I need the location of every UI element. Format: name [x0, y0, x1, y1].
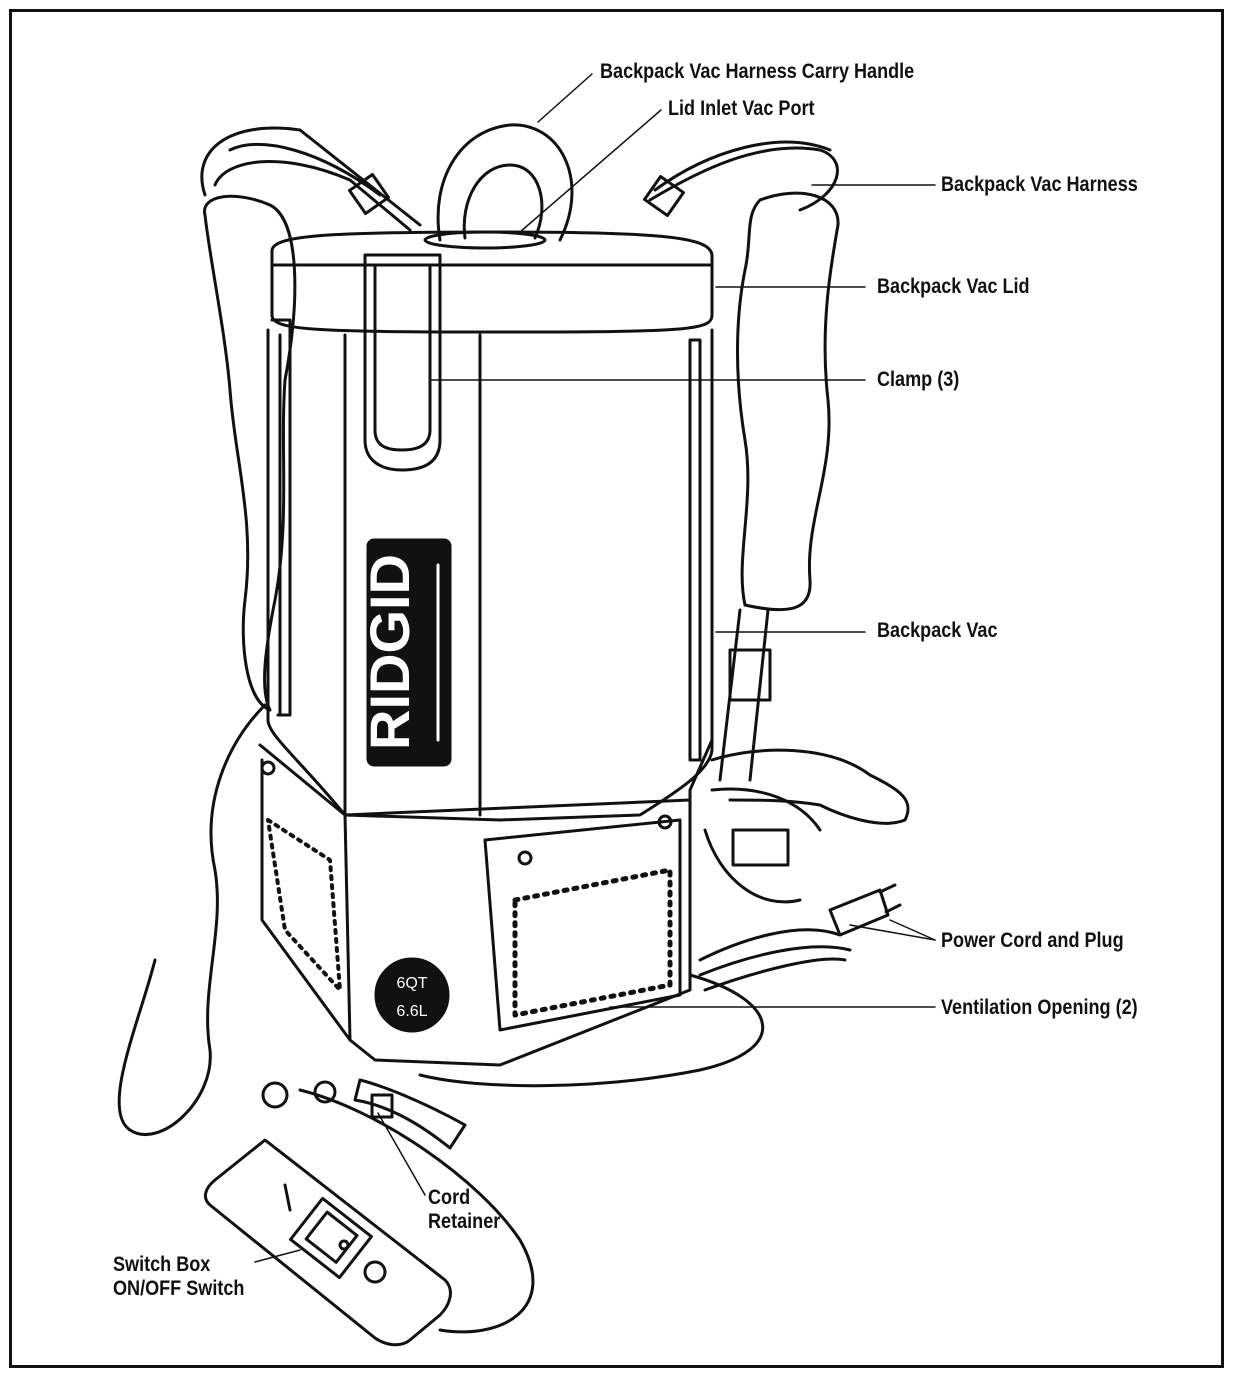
- label-vac: Backpack Vac: [877, 619, 998, 642]
- vac-lid: [270, 230, 714, 334]
- carry-handle: [436, 123, 574, 242]
- harness-strap: [200, 126, 839, 232]
- label-switch-box-line2: ON/OFF Switch: [113, 1277, 245, 1300]
- label-ventilation: Ventilation Opening (2): [941, 996, 1138, 1019]
- vac-body: [266, 328, 714, 822]
- ventilation-opening-right: [483, 818, 682, 1032]
- label-lid-inlet-port: Lid Inlet Vac Port: [668, 97, 815, 120]
- right-shoulder-pad: [736, 191, 840, 612]
- left-shoulder-pad: [203, 194, 297, 712]
- label-power-cord: Power Cord and Plug: [941, 929, 1124, 952]
- cord-retainer: [353, 1078, 467, 1150]
- on-off-switch: [289, 1196, 373, 1280]
- switch-box: [203, 1138, 452, 1347]
- capacity-badge: [374, 957, 450, 1033]
- label-harness: Backpack Vac Harness: [941, 173, 1138, 196]
- switch-box-cord: [117, 703, 267, 1137]
- waist-belt: [710, 748, 910, 825]
- capacity-qt: 6QT: [396, 975, 427, 992]
- power-plug: [828, 888, 890, 937]
- capacity-l: 6.6L: [396, 1003, 427, 1020]
- label-carry-handle: Backpack Vac Harness Carry Handle: [600, 60, 915, 83]
- vac-base: [258, 738, 714, 1067]
- brand-logo: RIDGID: [358, 554, 421, 750]
- ventilation-opening-left: [266, 818, 342, 992]
- label-switch-box: Switch Box ON/OFF Switch: [113, 1253, 244, 1301]
- label-switch-box-line1: Switch Box: [113, 1253, 211, 1276]
- label-cord-retainer-line1: Cord: [428, 1186, 471, 1209]
- power-cord-coil: [698, 928, 852, 992]
- label-clamp: Clamp (3): [877, 368, 960, 391]
- label-cord-retainer-line2: Retainer: [428, 1210, 501, 1233]
- diagram-border: [9, 9, 1224, 1368]
- clamp: [363, 253, 442, 472]
- label-lid: Backpack Vac Lid: [877, 275, 1030, 298]
- leader-lines: [254, 73, 936, 1263]
- label-cord-retainer: Cord Retainer: [428, 1186, 500, 1234]
- brand-badge: [366, 538, 452, 767]
